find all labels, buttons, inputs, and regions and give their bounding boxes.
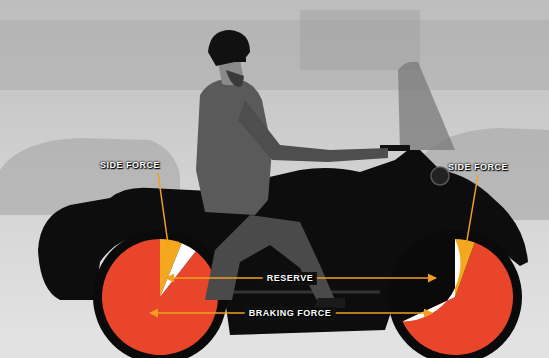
rider-beard: [226, 70, 244, 87]
force-label: SIDE FORCE: [96, 159, 164, 172]
force-label: SIDE FORCE: [444, 161, 512, 174]
exhaust: [230, 291, 380, 294]
force-label: RESERVE: [263, 272, 317, 285]
leader-line: [158, 173, 168, 244]
braking-force-slice: [102, 239, 218, 355]
force-label: BRAKING FORCE: [245, 307, 336, 320]
rider-glasses: [234, 58, 246, 62]
building-band: [0, 20, 549, 90]
windshield: [398, 62, 455, 150]
reserve-slice: [403, 239, 461, 322]
front-tire: [388, 230, 522, 358]
rider-legs: [205, 215, 335, 306]
rider-helmet: [208, 30, 250, 66]
leader-line: [466, 175, 478, 246]
headlight: [431, 167, 449, 185]
reserve-slice: [160, 243, 196, 297]
rider-arm: [238, 100, 388, 162]
building-window: [300, 10, 420, 70]
